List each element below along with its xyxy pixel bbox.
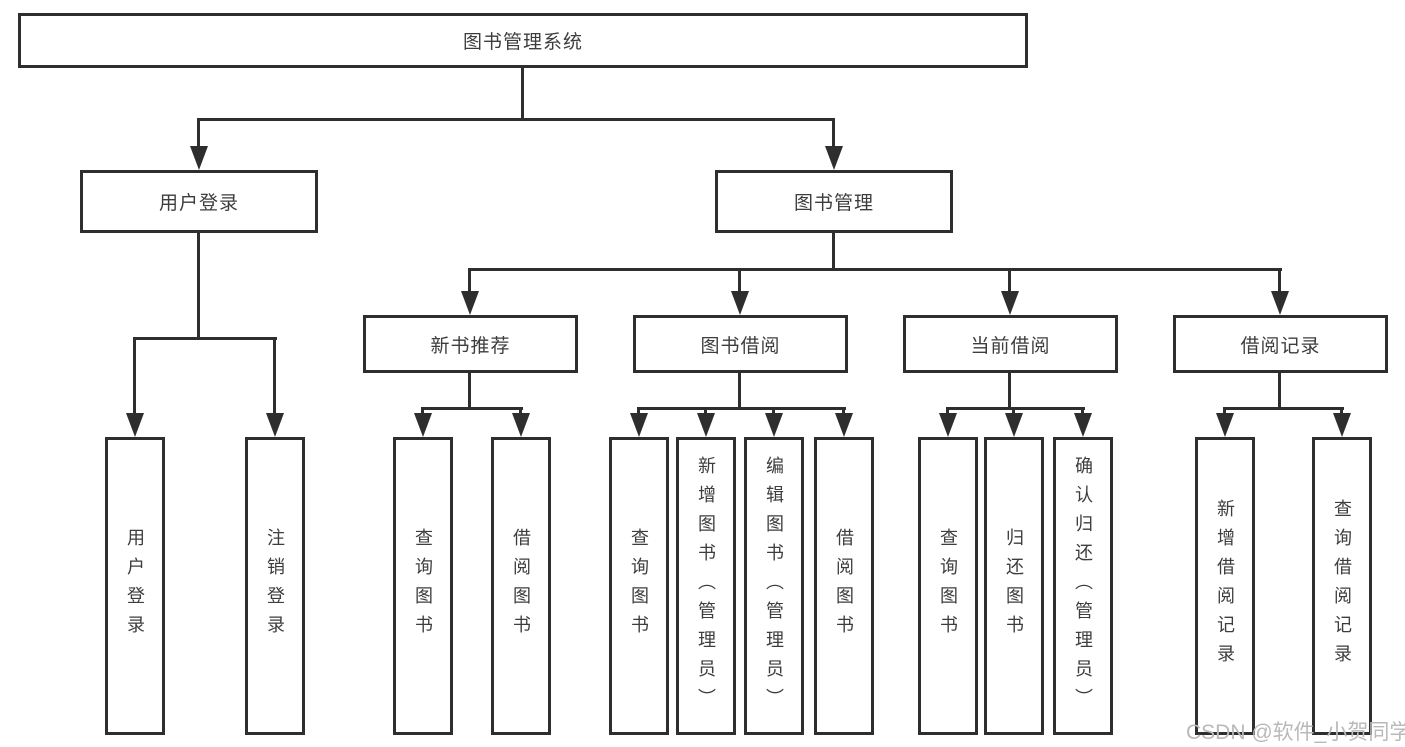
- node-book-management: 图书管理: [715, 170, 953, 233]
- connector-user-login-stub-2: [273, 337, 276, 417]
- connector-book-mgmt-stub-2: [738, 268, 741, 293]
- leaf-user-login: 用户登录: [105, 437, 165, 735]
- leaf-query-books-current: 查询图书: [918, 437, 978, 735]
- leaf-query-borrow-record: 查询借阅记录: [1312, 437, 1372, 735]
- node-new-book-recommend-label: 新书推荐: [430, 335, 511, 357]
- leaf-edit-books-admin-label: 编辑图书（管理员）: [764, 455, 784, 717]
- arrowhead-g3-3: [765, 413, 783, 437]
- node-user-login-label: 用户登录: [158, 193, 239, 214]
- leaf-query-books-recommend-label: 查询图书: [413, 528, 433, 644]
- node-borrowing-records: 借阅记录: [1173, 315, 1388, 373]
- connector-g3-hline: [637, 407, 846, 410]
- connector-book-mgmt-stub-1: [468, 268, 471, 293]
- leaf-logout: 注销登录: [245, 437, 305, 735]
- arrowhead-g4-3: [1074, 413, 1092, 437]
- node-root-label: 图书管理系统: [462, 32, 583, 53]
- leaf-borrow-books-borrowing: 借阅图书: [814, 437, 874, 735]
- leaf-query-books-borrowing: 查询图书: [609, 437, 669, 735]
- arrowhead-to-leaf-user-login: [126, 413, 144, 437]
- leaf-logout-label: 注销登录: [265, 528, 285, 644]
- arrowhead-to-new-book-recommend: [461, 291, 479, 315]
- connector-g2-vline: [468, 373, 471, 407]
- connector-root-stub-right: [832, 118, 835, 150]
- node-current-borrowing: 当前借阅: [903, 315, 1118, 373]
- leaf-query-books-current-label: 查询图书: [938, 528, 958, 644]
- arrowhead-g5-1: [1216, 413, 1234, 437]
- arrowhead-g4-1: [939, 413, 957, 437]
- connector-user-login-stub-1: [133, 337, 136, 417]
- node-book-borrowing-label: 图书借阅: [700, 335, 781, 357]
- arrowhead-g2-2: [512, 413, 530, 437]
- arrowhead-to-book-management: [825, 146, 843, 170]
- connector-g4-vline: [1008, 373, 1011, 407]
- connector-root-stub-left: [197, 118, 200, 150]
- leaf-confirm-return-admin-label: 确认归还（管理员）: [1073, 455, 1093, 717]
- connector-user-login-hline: [133, 337, 277, 340]
- leaf-borrow-books-recommend: 借阅图书: [491, 437, 551, 735]
- node-current-borrowing-label: 当前借阅: [970, 335, 1051, 357]
- leaf-borrow-books-recommend-label: 借阅图书: [511, 528, 531, 644]
- arrowhead-g3-4: [835, 413, 853, 437]
- connector-book-mgmt-stub-3: [1008, 268, 1011, 293]
- connector-g2-hline: [421, 407, 523, 410]
- leaf-add-books-admin: 新增图书（管理员）: [676, 437, 736, 735]
- arrowhead-g3-2: [697, 413, 715, 437]
- leaf-query-books-recommend: 查询图书: [393, 437, 453, 735]
- node-new-book-recommend: 新书推荐: [363, 315, 578, 373]
- watermark: CSDN @软件_小贺同学: [1186, 721, 1405, 744]
- arrowhead-g5-2: [1333, 413, 1351, 437]
- leaf-edit-books-admin: 编辑图书（管理员）: [744, 437, 804, 735]
- leaf-return-books: 归还图书: [984, 437, 1044, 735]
- node-user-login: 用户登录: [80, 170, 318, 233]
- arrowhead-to-borrowing-records: [1271, 291, 1289, 315]
- node-book-management-label: 图书管理: [793, 193, 874, 214]
- connector-book-mgmt-vline: [832, 233, 835, 268]
- arrowhead-g2-1: [414, 413, 432, 437]
- leaf-add-borrow-record-label: 新增借阅记录: [1215, 499, 1235, 673]
- arrowhead-to-book-borrowing: [731, 291, 749, 315]
- connector-g3-vline: [738, 373, 741, 407]
- leaf-query-borrow-record-label: 查询借阅记录: [1332, 499, 1352, 673]
- arrowhead-to-leaf-logout: [266, 413, 284, 437]
- arrowhead-to-current-borrowing: [1001, 291, 1019, 315]
- leaf-confirm-return-admin: 确认归还（管理员）: [1053, 437, 1113, 735]
- node-borrowing-records-label: 借阅记录: [1240, 335, 1321, 357]
- connector-book-mgmt-stub-4: [1278, 268, 1281, 293]
- leaf-query-books-borrowing-label: 查询图书: [629, 528, 649, 644]
- leaf-borrow-books-borrowing-label: 借阅图书: [834, 528, 854, 644]
- connector-root-vline: [521, 68, 524, 118]
- connector-user-login-vline: [197, 233, 200, 337]
- leaf-return-books-label: 归还图书: [1004, 528, 1024, 644]
- connector-book-mgmt-hline: [468, 268, 1282, 271]
- leaf-add-books-admin-label: 新增图书（管理员）: [696, 455, 716, 717]
- node-book-borrowing: 图书借阅: [633, 315, 848, 373]
- leaf-add-borrow-record: 新增借阅记录: [1195, 437, 1255, 735]
- connector-g5-hline: [1223, 407, 1344, 410]
- node-root: 图书管理系统: [18, 13, 1028, 68]
- connector-g5-vline: [1278, 373, 1281, 407]
- connector-g4-hline: [946, 407, 1085, 410]
- arrowhead-to-user-login: [190, 146, 208, 170]
- arrowhead-g4-2: [1005, 413, 1023, 437]
- leaf-user-login-label: 用户登录: [125, 528, 145, 644]
- arrowhead-g3-1: [630, 413, 648, 437]
- connector-root-hline: [197, 118, 835, 121]
